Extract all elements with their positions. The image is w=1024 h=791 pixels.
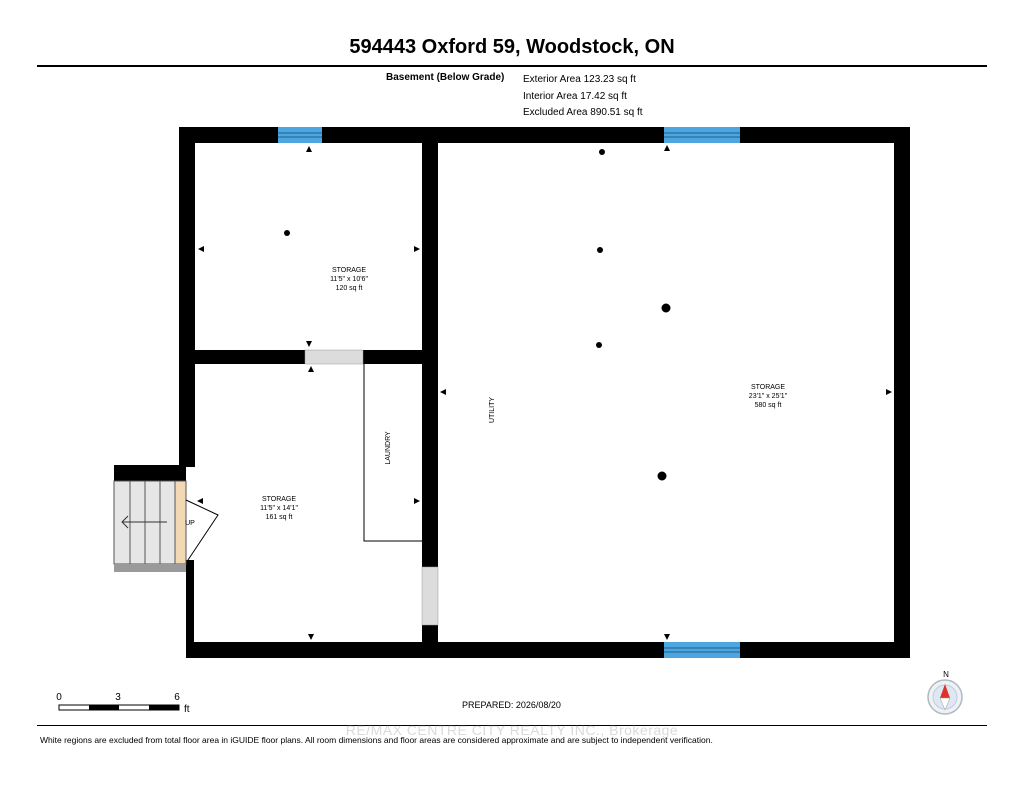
east-wall — [894, 127, 910, 658]
dimension-markers — [197, 145, 892, 640]
storage-a-name: STORAGE — [332, 267, 366, 274]
laundry-label: LAUNDRY — [385, 431, 392, 465]
storage-c-area: 580 sq ft — [755, 402, 782, 409]
laundry-outline — [363, 364, 422, 542]
support-posts — [284, 149, 671, 481]
scale-tick-0: 0 — [56, 692, 62, 703]
south-wall — [186, 642, 910, 658]
storage-doorway — [304, 349, 364, 365]
prepared-date: PREPARED: 2026/08/20 — [462, 700, 561, 710]
disclaimer-text: White regions are excluded from total fl… — [40, 735, 713, 745]
scale-tick-6: 6 — [174, 692, 180, 703]
storage-a-area: 120 sq ft — [336, 285, 363, 292]
scale-unit: ft — [184, 704, 190, 715]
page-title: 594443 Oxford 59, Woodstock, ON — [349, 36, 675, 58]
brokerage-watermark: RE/MAX CENTRE CITY REALTY INC., Brokerag… — [345, 722, 679, 738]
exterior-area: Exterior Area 123.23 sq ft — [523, 74, 636, 85]
center-wall — [422, 143, 438, 642]
level-name: Basement (Below Grade) — [386, 72, 505, 83]
footer-divider — [37, 725, 987, 726]
scale-bar: 0 3 6 ft — [56, 692, 190, 715]
west-wall-lower — [186, 560, 194, 658]
header-divider — [37, 65, 987, 67]
window-south — [664, 642, 740, 658]
stairs — [113, 465, 219, 572]
compass-north-label: N — [943, 670, 949, 679]
utility-label: UTILITY — [489, 397, 496, 423]
area-summary: Exterior Area 123.23 sq ft Interior Area… — [523, 72, 643, 122]
interior-area: Interior Area 17.42 sq ft — [523, 90, 627, 102]
storage-b-name: STORAGE — [262, 496, 296, 503]
excluded-area: Excluded Area 890.51 sq ft — [523, 107, 643, 118]
scale-tick-3: 3 — [115, 692, 121, 703]
storage-b-dims: 11'5" x 14'1" — [260, 505, 298, 512]
utility-doorway — [421, 566, 439, 626]
west-wall-upper — [179, 127, 195, 467]
storage-c-dims: 23'1" x 25'1" — [749, 393, 788, 400]
stairs-up-label: UP — [185, 520, 195, 527]
window-north-left — [278, 127, 322, 143]
storage-b-area: 161 sq ft — [266, 514, 293, 521]
storage-c-name: STORAGE — [751, 384, 785, 391]
window-north-right — [664, 127, 740, 143]
compass-icon: N — [927, 670, 963, 715]
storage-a-dims: 11'5" x 10'6" — [330, 276, 368, 283]
